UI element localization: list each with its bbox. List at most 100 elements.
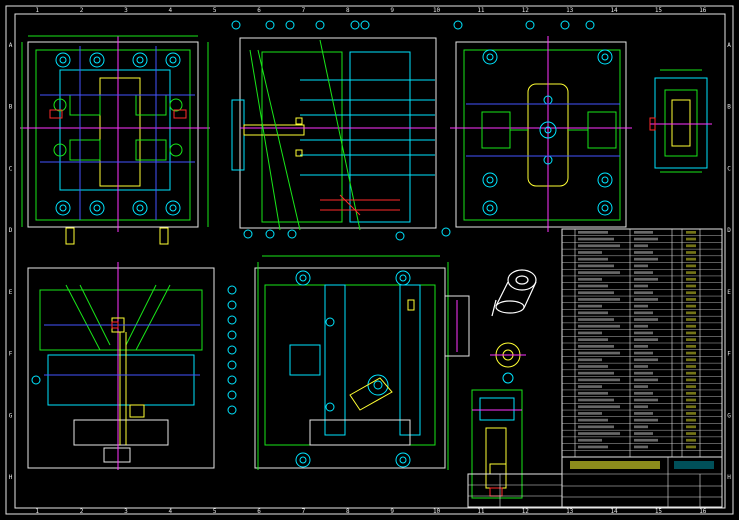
parts-list-cell-text	[634, 378, 658, 382]
frame-row-letter: A	[727, 42, 731, 49]
parts-list-cell-text	[686, 251, 696, 254]
frame-column-number: 14	[610, 7, 618, 14]
parts-list-cell-text	[578, 257, 608, 261]
frame-column-number: 2	[80, 7, 84, 14]
parts-list-cell-text	[634, 318, 658, 321]
view-section-top-middle	[231, 20, 437, 241]
parts-list-cell-text	[634, 438, 658, 442]
frame-column-number: 7	[302, 7, 306, 14]
parts-list-cell-text	[578, 445, 608, 449]
parts-list-cell-text	[578, 391, 608, 395]
parts-list-cell-text	[686, 432, 696, 435]
frame-column-number: 4	[169, 508, 173, 515]
parts-list-cell-text	[634, 331, 653, 335]
parts-list-cell-text	[578, 438, 602, 442]
title-block	[561, 456, 723, 508]
frame-column-number: 9	[390, 508, 394, 515]
parts-list-cell-text	[578, 418, 608, 422]
frame-row-letter: E	[727, 289, 731, 296]
parts-list-cell-text	[634, 358, 658, 362]
parts-list-cell-text	[686, 351, 696, 355]
frame-column-number: 2	[80, 508, 84, 515]
parts-list-cell-text	[634, 298, 658, 301]
parts-list-cell-text	[578, 338, 608, 341]
frame-column-number: 11	[477, 508, 485, 515]
drawing-frame	[5, 5, 734, 515]
parts-list-cell-text	[686, 231, 696, 234]
parts-list-cell-text	[634, 291, 653, 295]
frame-column-number: 5	[213, 508, 217, 515]
frame-column-number: 10	[433, 7, 441, 14]
parts-list-cell-text	[634, 264, 648, 268]
frame-column-number: 6	[257, 7, 261, 14]
parts-list-cell-text	[578, 298, 620, 301]
parts-list-rows	[562, 231, 722, 451]
parts-list-cell-text	[686, 311, 696, 315]
parts-list-cell-text	[686, 298, 696, 301]
parts-list-cell-text	[634, 257, 658, 261]
parts-list-cell-text	[686, 365, 696, 368]
parts-list-cell-text	[634, 405, 648, 409]
frame-row-letter: G	[9, 412, 13, 419]
parts-list-cell-text	[686, 277, 696, 281]
parts-list-cell-text	[686, 378, 696, 382]
frame-row-letter: H	[727, 474, 731, 481]
parts-list-cell-text	[686, 257, 696, 261]
frame-row-letter: B	[727, 104, 731, 111]
parts-list-cell-text	[634, 445, 648, 449]
parts-list-cell-text	[686, 425, 696, 429]
parts-list-cell-text	[578, 412, 602, 415]
parts-list-cell-text	[578, 358, 602, 362]
parts-list-cell-text	[578, 385, 602, 388]
frame-column-numbers: 1122334455667788991010111112121313141415…	[35, 7, 706, 515]
frame-row-letter: C	[9, 165, 13, 172]
parts-list-cell-text	[634, 365, 648, 368]
frame-row-letter: F	[727, 351, 731, 358]
parts-list-cell-text	[634, 324, 648, 328]
parts-list-cell-text	[686, 345, 696, 348]
view-3d-part	[491, 269, 537, 317]
frame-column-number: 3	[124, 7, 128, 14]
view-detail-small-round	[490, 342, 526, 384]
parts-list-cell-text	[634, 385, 648, 388]
parts-list-cell-text	[686, 438, 696, 442]
parts-list-cell-text	[578, 351, 620, 355]
view-plan-top-right	[441, 20, 632, 237]
parts-list-cell-text	[578, 318, 614, 321]
parts-list-cell-text	[686, 412, 696, 415]
parts-list-cell-text	[634, 304, 648, 308]
parts-list-cell-text	[686, 318, 696, 321]
parts-list-cell-text	[634, 277, 658, 281]
parts-list-cell-text	[634, 425, 648, 429]
parts-list-cell-text	[686, 291, 696, 295]
frame-row-letter: H	[9, 474, 13, 481]
view-section-bottom-left	[27, 262, 237, 470]
view-section-bottom-middle	[254, 255, 470, 470]
parts-list-cell-text	[634, 237, 658, 241]
view-detail-section-bottom	[471, 389, 523, 499]
parts-list-cell-text	[634, 284, 648, 288]
parts-list-cell-text	[686, 244, 696, 248]
parts-list-cell-text	[578, 331, 602, 335]
frame-row-letter: F	[9, 351, 13, 358]
parts-list-cell-text	[634, 311, 653, 315]
frame-row-letter: D	[9, 227, 13, 234]
view-plan-top-left	[20, 35, 210, 245]
frame-column-number: 15	[655, 7, 663, 14]
parts-list-cell-text	[634, 251, 653, 254]
parts-list-cell-text	[578, 378, 620, 382]
parts-list-cell-text	[686, 358, 696, 362]
frame-row-letter: A	[9, 42, 13, 49]
parts-list-cell-text	[686, 284, 696, 288]
parts-list-cell-text	[578, 365, 608, 368]
parts-list-cell-text	[578, 251, 602, 254]
frame-column-number: 3	[124, 508, 128, 515]
parts-list-cell-text	[686, 398, 696, 402]
parts-list-cell-text	[634, 371, 653, 375]
parts-list-cell-text	[634, 231, 653, 234]
parts-list-cell-text	[686, 271, 696, 274]
revision-block	[467, 473, 563, 508]
